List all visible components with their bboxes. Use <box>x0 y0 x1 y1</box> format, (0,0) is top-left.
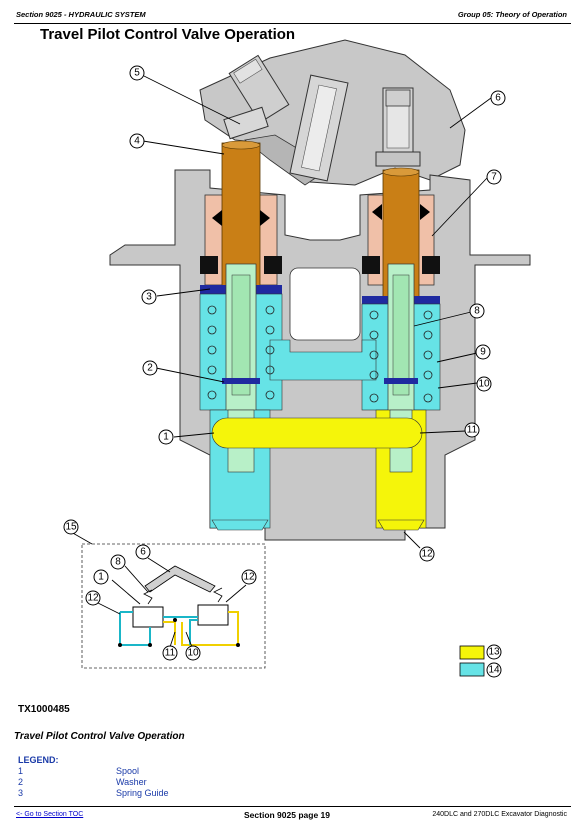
svg-text:11: 11 <box>467 425 478 436</box>
svg-text:12: 12 <box>87 593 99 604</box>
page-title: Travel Pilot Control Valve Operation <box>40 26 296 43</box>
callout-6: 6 <box>490 90 506 106</box>
figure-caption: Travel Pilot Control Valve Operation <box>14 731 185 742</box>
go-to-section-toc-link[interactable]: <- Go to Section TOC <box>16 811 84 818</box>
svg-text:12: 12 <box>243 572 255 583</box>
svg-text:13: 13 <box>488 647 500 658</box>
callout-14: 14 <box>486 662 502 678</box>
schematic-callout-11: 11 <box>162 645 178 661</box>
callout-8: 8 <box>469 303 485 319</box>
svg-text:9: 9 <box>480 347 486 358</box>
valve-cutaway-diagram: 1 2 3 4 5 6 7 8 9 10 11 12 15 13 14 6 8 … <box>63 39 531 678</box>
svg-text:15: 15 <box>65 522 77 533</box>
callout-15: 15 <box>63 519 79 535</box>
svg-text:1: 1 <box>98 572 104 583</box>
svg-text:6: 6 <box>140 547 146 558</box>
svg-text:5: 5 <box>134 68 140 79</box>
svg-text:8: 8 <box>474 306 480 317</box>
svg-text:11: 11 <box>165 648 176 659</box>
page-number: Section 9025 page 19 <box>244 810 330 820</box>
port-left <box>211 519 269 531</box>
schematic-callout-12-left: 12 <box>85 590 101 606</box>
figure-id: TX1000485 <box>18 704 70 715</box>
cyan-passage <box>269 339 377 381</box>
legend-item-number: 2 <box>18 777 24 787</box>
callout-5: 5 <box>129 65 145 81</box>
callout-2: 2 <box>142 360 158 376</box>
header-divider <box>14 23 571 24</box>
port-right <box>377 519 425 531</box>
legend-swatch-cyan <box>459 662 485 677</box>
svg-text:8: 8 <box>115 557 121 568</box>
callout-4: 4 <box>129 133 145 149</box>
legend-title: LEGEND: <box>18 755 59 765</box>
callout-12: 12 <box>419 546 435 562</box>
yellow-passage <box>211 417 423 449</box>
svg-text:7: 7 <box>491 172 497 183</box>
schematic-callout-6: 6 <box>135 544 151 560</box>
svg-text:3: 3 <box>146 292 152 303</box>
callout-11: 11 <box>464 422 480 438</box>
callout-3: 3 <box>141 289 157 305</box>
legend-item-number: 3 <box>18 788 24 798</box>
footer-divider <box>14 806 571 807</box>
legend-item-label: Washer <box>116 777 147 787</box>
schematic-callout-10: 10 <box>185 645 201 661</box>
left-valve-section <box>199 140 283 529</box>
callout-7: 7 <box>486 169 502 185</box>
product-name: 240DLC and 270DLC Excavator Diagnostic <box>432 811 567 818</box>
svg-text:1: 1 <box>163 432 169 443</box>
schematic-callout-12-right: 12 <box>241 569 257 585</box>
legend-item-label: Spool <box>116 766 140 776</box>
legend-swatch-yellow <box>459 645 485 660</box>
schematic-callout-8: 8 <box>110 554 126 570</box>
control-handle-cam <box>199 39 466 186</box>
callout-13: 13 <box>486 644 502 660</box>
svg-text:6: 6 <box>495 93 501 104</box>
legend-item-number: 1 <box>18 766 24 776</box>
callout-1: 1 <box>158 429 174 445</box>
schematic-callout-1: 1 <box>93 569 109 585</box>
section-header: Section 9025 - HYDRAULIC SYSTEM <box>16 10 146 19</box>
legend-item: 2 Washer <box>18 777 318 789</box>
springs <box>207 305 433 403</box>
svg-text:14: 14 <box>488 665 500 676</box>
schematic-inset <box>70 531 266 669</box>
svg-text:10: 10 <box>187 648 199 659</box>
svg-text:12: 12 <box>421 549 433 560</box>
svg-text:4: 4 <box>134 136 140 147</box>
legend-item: 1 Spool <box>18 766 318 778</box>
svg-text:10: 10 <box>478 379 490 390</box>
svg-text:2: 2 <box>147 363 153 374</box>
callout-10: 10 <box>476 376 492 392</box>
group-header: Group 05: Theory of Operation <box>457 10 567 19</box>
legend-item-label: Spring Guide <box>116 788 169 798</box>
callout-9: 9 <box>475 344 491 360</box>
legend-item: 3 Spring Guide <box>18 788 318 800</box>
